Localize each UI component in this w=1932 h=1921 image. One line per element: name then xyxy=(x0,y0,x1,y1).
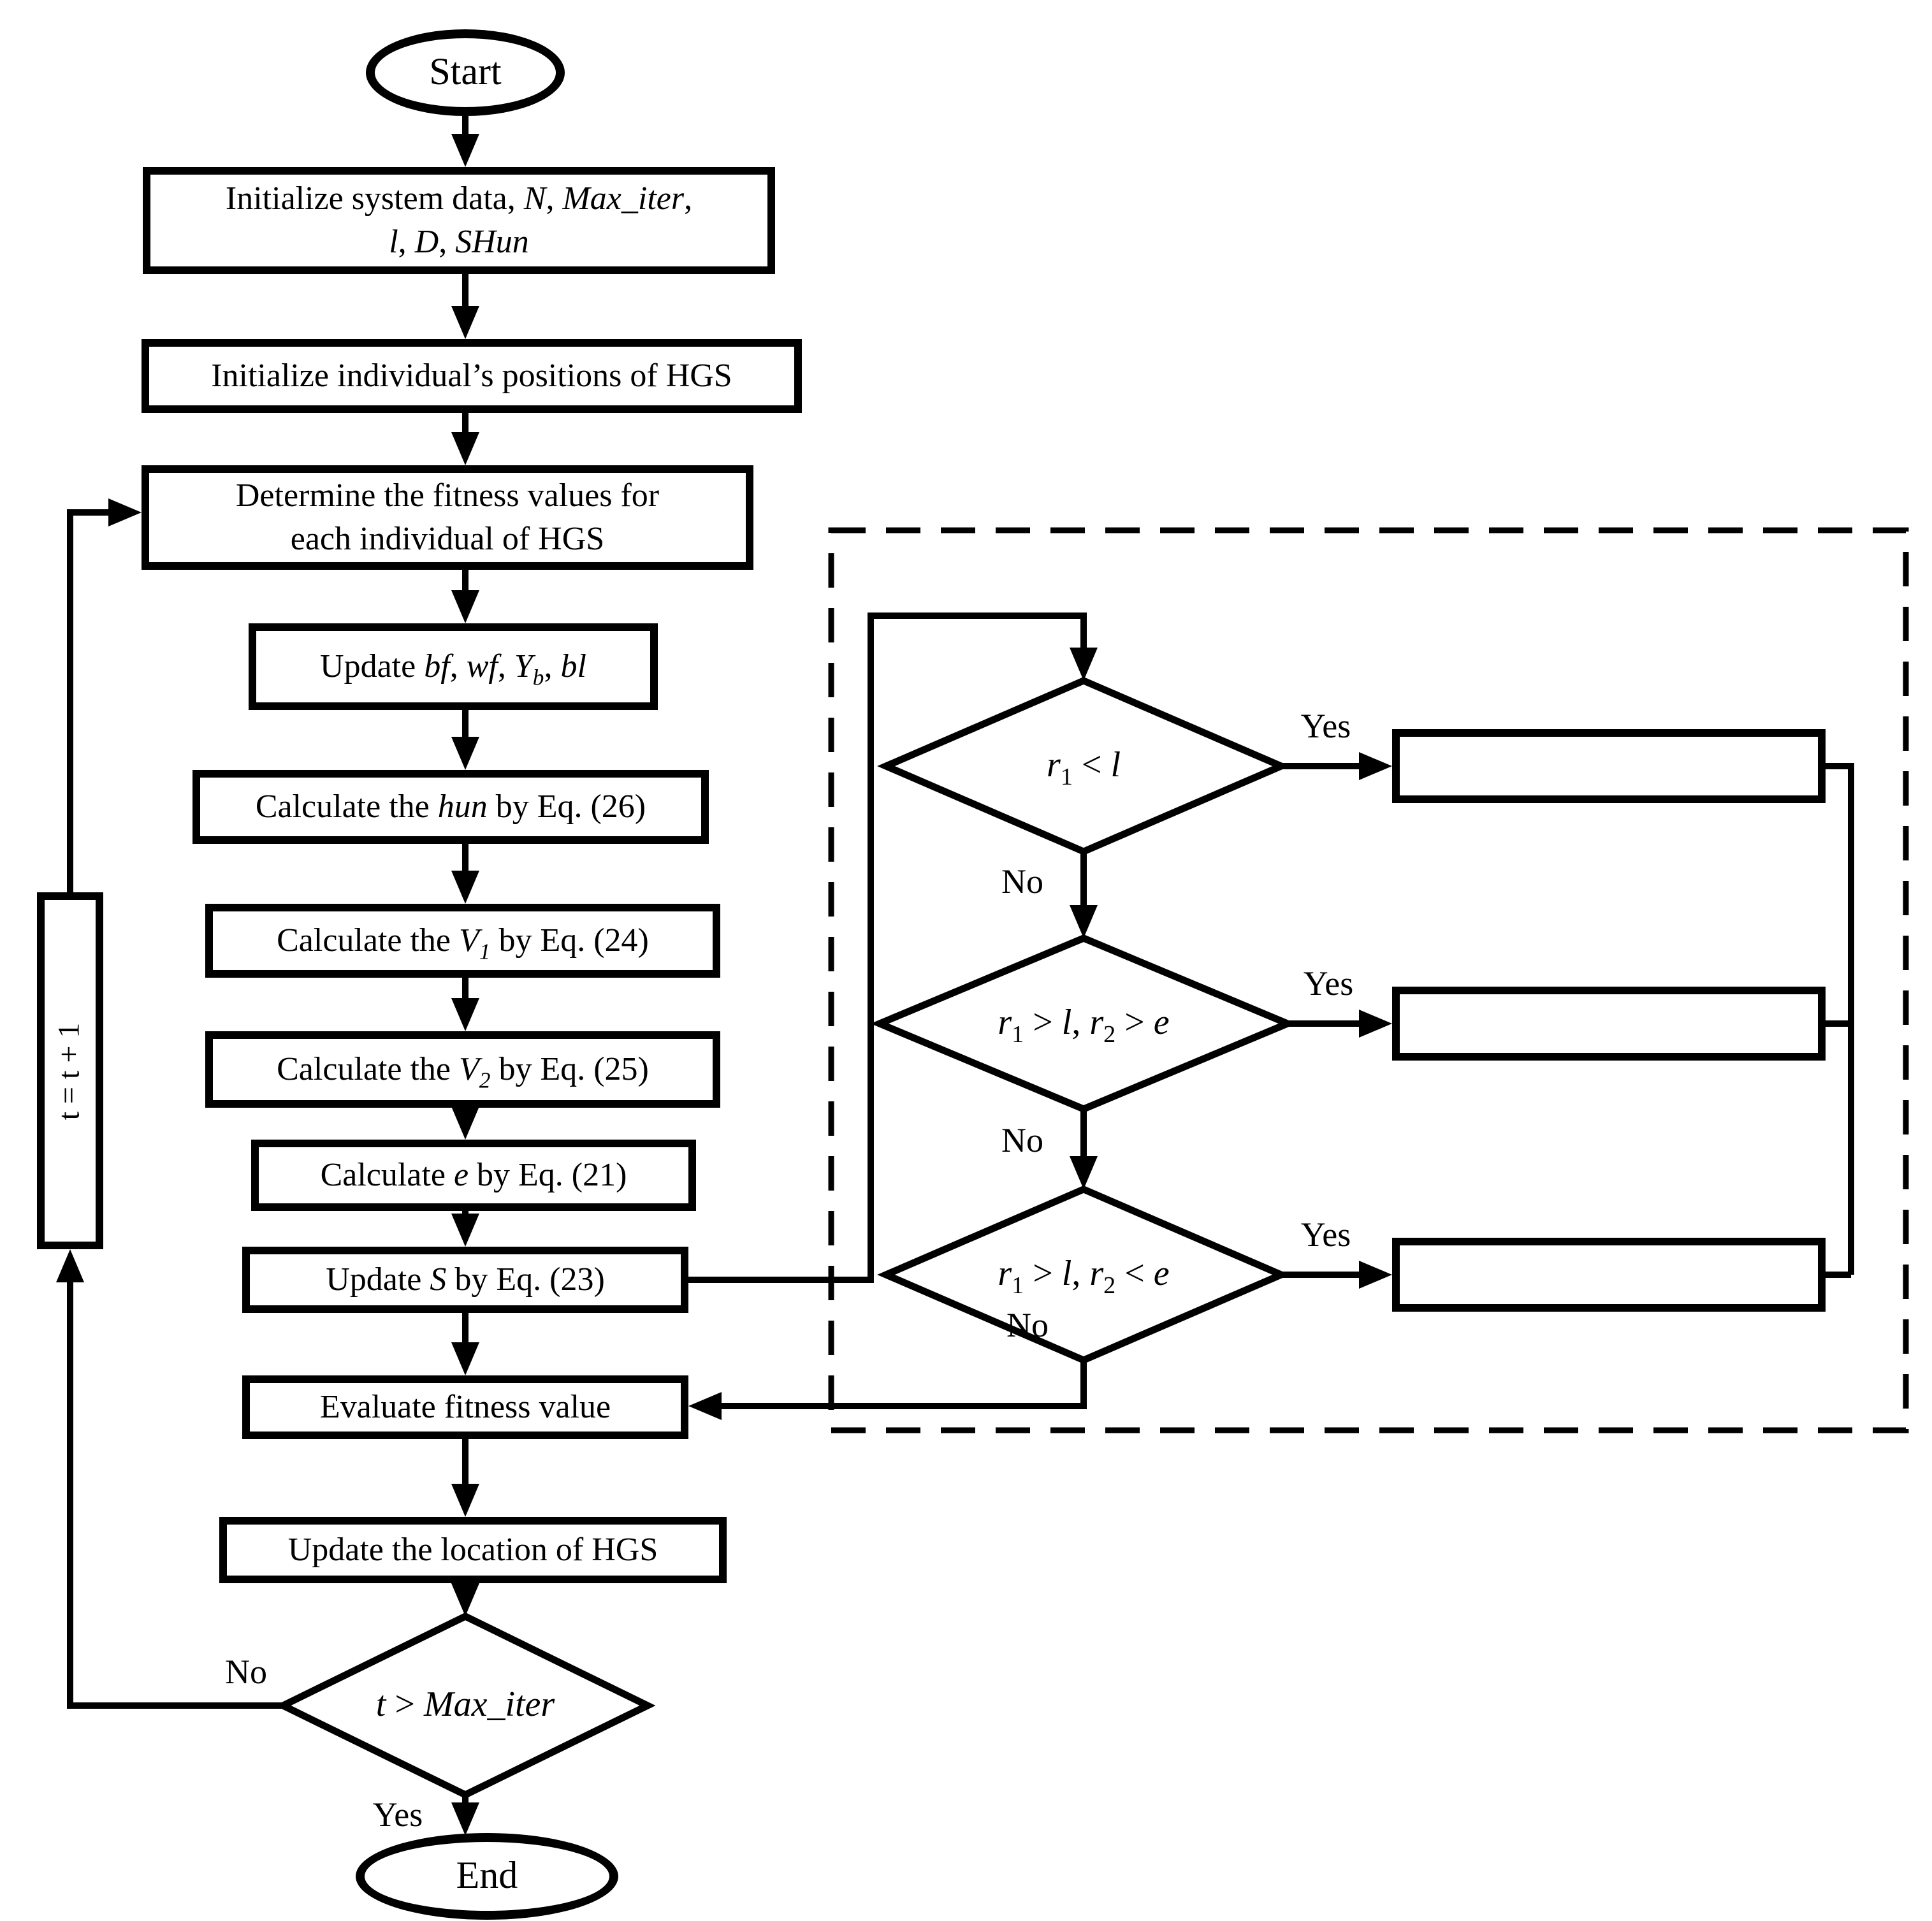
decision-r1-less-l xyxy=(877,677,1290,855)
edge-label-yes-3: Yes xyxy=(1300,1215,1351,1254)
node-end-label: End xyxy=(456,1855,518,1897)
edge-label-yes-1: Yes xyxy=(1300,707,1351,745)
edge-label-no-maxiter: No xyxy=(225,1653,267,1691)
node-calculate-e: Calculate e by Eq. (21) xyxy=(251,1140,696,1211)
decision-max-iter-label: t > Max_iter xyxy=(375,1685,555,1725)
node-start-label: Start xyxy=(429,51,502,93)
node-t-increment-label: t = t + 1 xyxy=(53,1022,86,1120)
edge-label-no-2: No xyxy=(1001,1121,1043,1159)
arrowheads xyxy=(56,134,1392,1836)
node-evaluate-fitness-label: Evaluate fitness value xyxy=(319,1388,611,1426)
decision-r1-gt-l-r2-gt-e xyxy=(870,934,1297,1113)
decision-r1-gt-l-r2-gt-e-label: r1 > l, r2 > e xyxy=(998,1003,1170,1049)
decision-max-iter xyxy=(275,1612,656,1799)
branch-box-1 xyxy=(1392,729,1826,803)
node-update-location: Update the location of HGS xyxy=(219,1517,727,1583)
branch-box-2 xyxy=(1392,987,1826,1061)
edge-label-yes-2: Yes xyxy=(1303,964,1354,1003)
decision-diamonds xyxy=(275,677,1297,1799)
decision-r1-less-l-label: r1 < l xyxy=(1047,746,1121,792)
node-initialize-positions-label: Initialize individual’s positions of HGS xyxy=(211,357,732,395)
edge-label-yes-maxiter: Yes xyxy=(372,1795,423,1834)
node-calculate-v2: Calculate the V2 by Eq. (25) xyxy=(205,1031,720,1108)
node-calculate-e-label: Calculate e by Eq. (21) xyxy=(320,1156,627,1194)
node-update-bf-wf: Update bf, wf, Yb, bl xyxy=(249,623,658,710)
node-calculate-v2-label: Calculate the V2 by Eq. (25) xyxy=(277,1050,649,1093)
node-initialize-positions: Initialize individual’s positions of HGS xyxy=(142,339,802,413)
branch-box-3 xyxy=(1392,1238,1826,1312)
node-start: Start xyxy=(366,29,565,116)
node-calculate-hun-label: Calculate the hun by Eq. (26) xyxy=(255,788,646,825)
node-t-increment: t = t + 1 xyxy=(37,892,103,1249)
node-calculate-v1-label: Calculate the V1 by Eq. (24) xyxy=(277,922,649,964)
decision-r1-gt-l-r2-lt-e xyxy=(877,1185,1290,1364)
node-initialize-system-data: Initialize system data, N, Max_iter,l, D… xyxy=(143,167,775,274)
decision-r1-gt-l-r2-lt-e-label: r1 > l, r2 < e xyxy=(998,1254,1170,1300)
node-initialize-system-data-label: Initialize system data, N, Max_iter,l, D… xyxy=(225,180,693,260)
edge-label-no-1: No xyxy=(1001,862,1043,901)
node-update-s-label: Update S by Eq. (23) xyxy=(326,1261,605,1298)
node-calculate-v1: Calculate the V1 by Eq. (24) xyxy=(205,904,720,978)
node-update-bf-wf-label: Update bf, wf, Yb, bl xyxy=(320,648,586,690)
node-update-s: Update S by Eq. (23) xyxy=(242,1247,688,1313)
edge-label-no-3: No xyxy=(1006,1306,1049,1344)
node-evaluate-fitness: Evaluate fitness value xyxy=(242,1375,688,1439)
node-calculate-hun: Calculate the hun by Eq. (26) xyxy=(192,770,709,844)
node-end: End xyxy=(356,1833,618,1920)
node-update-location-label: Update the location of HGS xyxy=(287,1531,658,1569)
